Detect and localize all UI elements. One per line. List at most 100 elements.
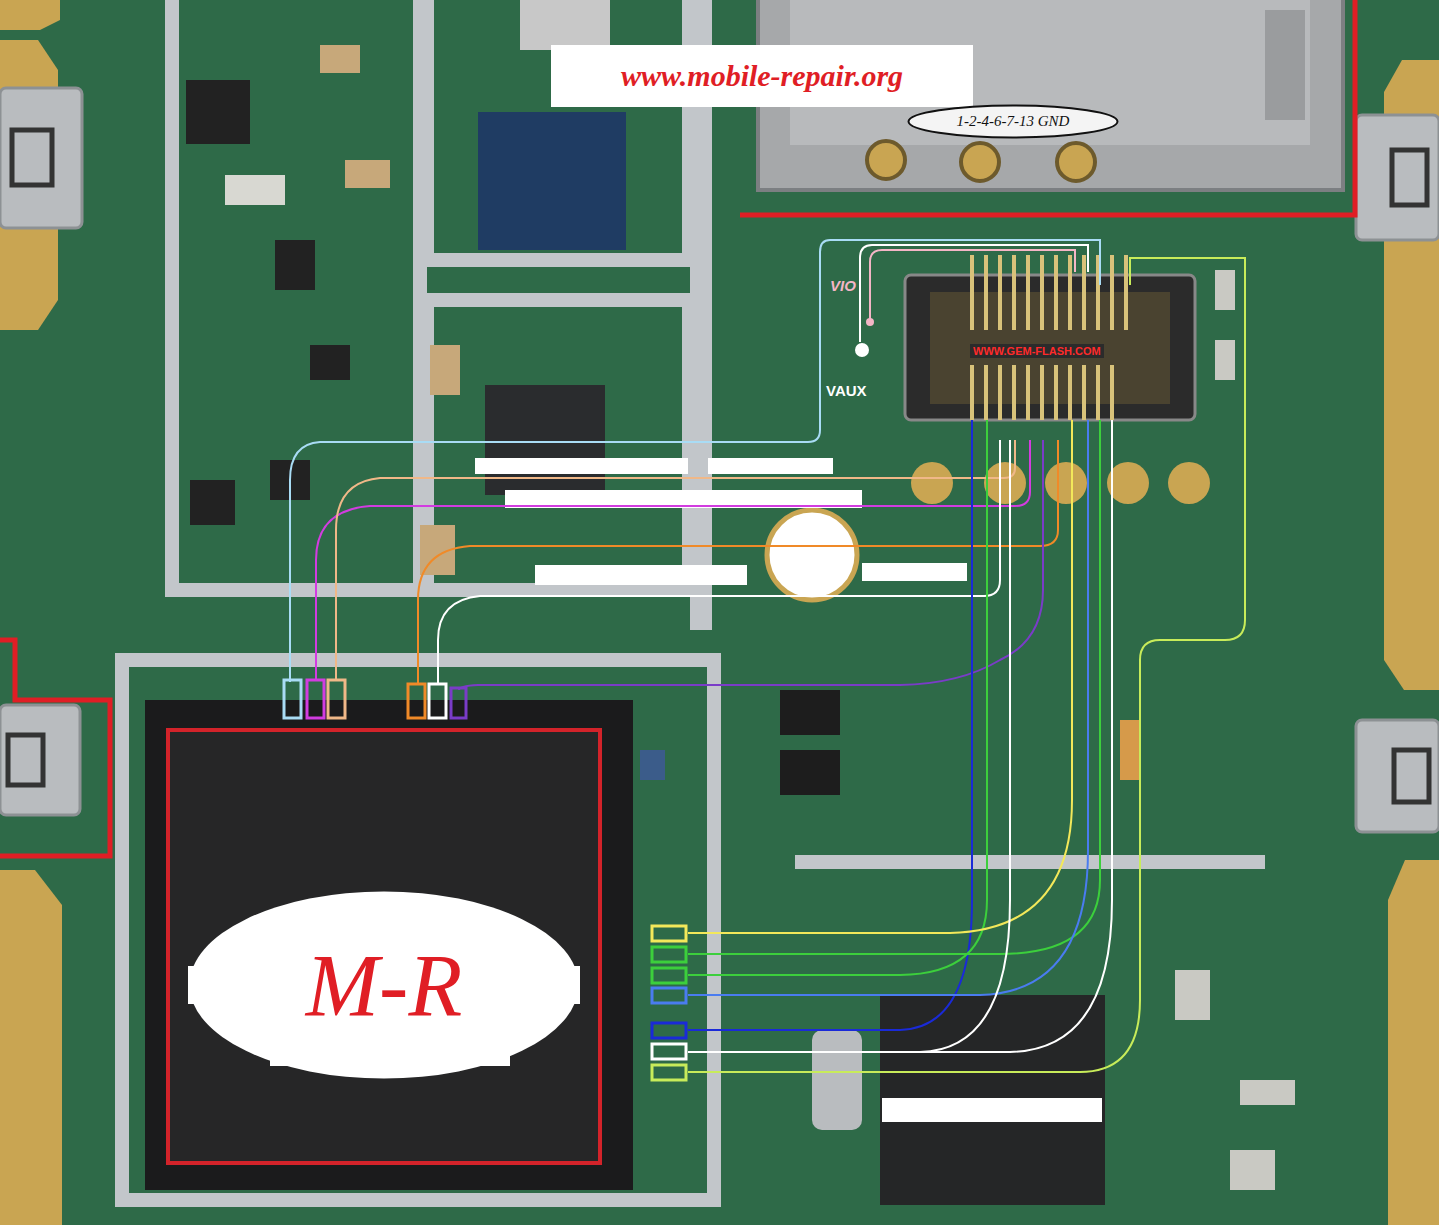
test-pad [984,462,1026,504]
wire [316,440,1030,680]
test-pad [1168,462,1210,504]
vaux-point [855,343,869,357]
signal-name: VIO [830,277,856,294]
wire [688,420,987,975]
test-pad [911,462,953,504]
wire [418,440,1058,684]
wire [870,250,1075,322]
white-bar [708,458,833,474]
side-switch [1356,720,1439,832]
wire [688,420,972,1030]
capacitor [225,175,285,205]
ic-chip [478,112,626,250]
component [640,750,665,780]
mount-hole [767,510,857,600]
pad-marker [652,968,686,983]
ellipse-shape [909,106,1118,138]
wire [459,440,1043,690]
sim-contact [867,141,905,179]
pad-marker [652,988,686,1003]
pad-marker [429,684,446,718]
gold-edge [0,0,60,30]
ic-chip [880,995,1105,1205]
side-switch [1392,150,1427,205]
gold-edge [1388,860,1439,1225]
fpc-connector [930,292,1170,404]
pad-marker [652,1044,686,1059]
test-pad [1045,462,1087,504]
side-switch [1356,115,1439,240]
pad-marker [408,684,425,718]
side-switch [1394,750,1429,802]
signal-name: VAUX [826,382,867,399]
logo-ellipse: M-R [188,890,580,1080]
cpu-outline [168,730,600,1163]
connector-pins [972,255,1126,420]
vio-point [866,318,874,326]
white-bar [862,563,967,581]
wire [920,440,1010,1052]
wire [688,420,1100,954]
wire [688,420,1088,995]
shield-can [122,660,714,1200]
pad-marker [451,688,466,718]
note-ellipse: 1-2-4-6-7-13 GND [907,104,1119,139]
pad-marker [652,1065,686,1080]
side-switch [12,130,52,185]
wire [438,440,1000,684]
side-switch [0,88,82,228]
capacitor [320,45,360,73]
wire [688,420,1072,933]
sim-contact [1057,143,1095,181]
pad-marker [328,680,345,718]
white-bar [882,1098,1102,1122]
node-text: 1-2-4-6-7-13 GND [957,113,1070,130]
crystal [812,1030,862,1130]
wire [688,420,1112,1052]
capacitor [345,160,390,188]
shield-can [795,855,1265,869]
node-text: www.mobile-repair.org [621,59,903,93]
node-text: M-R [306,935,462,1036]
ic-chip [186,80,250,144]
wire [290,240,1100,682]
fpc-connector [905,275,1195,420]
ic-chip [275,240,315,290]
capacitor [1175,970,1210,1020]
cpu-chip [145,700,633,1190]
shield-can [427,0,689,260]
watermark-box: www.mobile-repair.org [551,45,973,107]
ic-chip [780,750,840,795]
ellipse-shape [190,892,579,1079]
sim-contact [961,143,999,181]
side-switch [8,735,43,785]
test-pad [1107,462,1149,504]
capacitor [1240,1080,1295,1105]
side-switch [0,705,80,815]
shield-can [172,0,420,590]
capacitor [1215,270,1235,310]
pad-marker [284,680,301,718]
watermark: WWW.GEM-FLASH.COM [970,344,1104,358]
capacitor [1215,340,1235,380]
ic-chip [190,480,235,525]
white-bar [475,458,688,474]
ic-chip [310,345,350,380]
pad-marker [652,1023,686,1038]
ic-chip [780,690,840,735]
pad-marker [652,947,686,962]
wire [688,258,1245,1072]
sim-holder [1265,10,1305,120]
gold-edge [0,870,62,1225]
capacitor [430,345,460,395]
pad-marker [307,680,324,718]
pad-marker [652,926,686,941]
red-outline [0,640,110,856]
capacitor [1230,1150,1275,1190]
wires [290,240,1245,1072]
resistor [1120,720,1140,780]
component [520,0,610,50]
wire [860,245,1088,342]
